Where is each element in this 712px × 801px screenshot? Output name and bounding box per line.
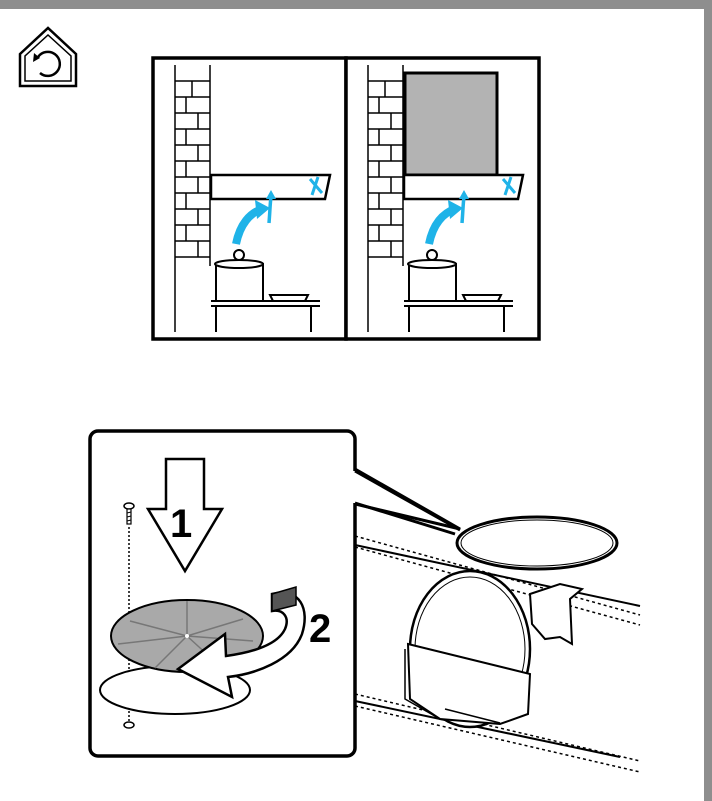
counter <box>404 300 513 332</box>
step-1-label: 1 <box>170 502 192 546</box>
hood-body-outline <box>354 535 641 773</box>
mounting-bracket <box>528 582 585 646</box>
cooking-pot <box>407 249 457 302</box>
counter <box>211 300 320 332</box>
panel-recirculation-with-cabinet <box>344 56 541 341</box>
outlet-cross-icon <box>501 176 517 196</box>
panel-recirculation-without-cabinet <box>151 56 348 341</box>
cooker-hood <box>209 173 332 201</box>
wall-cabinet <box>403 71 499 177</box>
airflow-arrow-small <box>267 196 273 224</box>
down-arrow-icon <box>145 457 225 574</box>
airflow-arrow-small <box>460 196 466 224</box>
grease-filter-disc <box>455 515 619 571</box>
brick-wall <box>174 65 211 332</box>
cooking-pot <box>214 249 264 302</box>
recirculation-house-icon <box>18 26 78 88</box>
outlet-cross-icon <box>308 176 324 196</box>
filter-housing <box>404 569 532 729</box>
rotate-arrow-icon <box>175 586 306 700</box>
step-2-label: 2 <box>309 607 331 651</box>
cooker-hood <box>402 173 525 201</box>
brick-wall <box>367 65 404 332</box>
illustration: 1 2 <box>18 26 641 773</box>
